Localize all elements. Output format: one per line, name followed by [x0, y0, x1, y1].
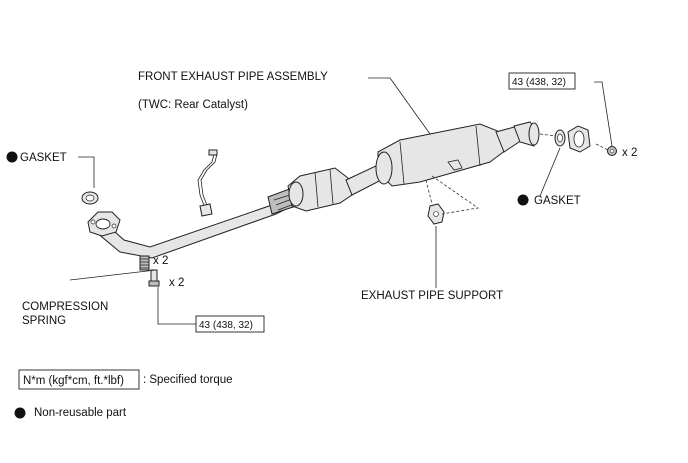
compression-spring-label-line2: SPRING: [22, 315, 66, 327]
support-label: EXHAUST PIPE SUPPORT: [361, 290, 503, 302]
front-exhaust-pipe-assembly: [87, 121, 540, 259]
gasket-right-label: GASKET: [534, 195, 581, 207]
leader-lines: [69, 77, 613, 325]
exhaust-pipe-support-part: [427, 203, 445, 225]
non-reusable-bullet-icon: [6, 151, 18, 163]
torque-box-top-right: [508, 72, 576, 90]
compression-spring-label-line1: COMPRESSION: [22, 301, 108, 313]
twc-note: (TWC: Rear Catalyst): [138, 99, 248, 111]
torque-value-top-right: 43 (438, 32): [512, 77, 566, 88]
bolt-part: [148, 269, 160, 287]
gasket-left-part: [81, 191, 99, 205]
spring-quantity: x 2: [153, 255, 168, 267]
tail-pipe-flange-part: [567, 125, 591, 153]
nut-part: [607, 146, 617, 156]
gasket-right-part: [554, 129, 566, 147]
assembly-label: FRONT EXHAUST PIPE ASSEMBLY: [138, 71, 328, 83]
gasket-left-label: GASKET: [20, 152, 67, 164]
legend-units-text: N*m (kgf*cm, ft.*lbf): [23, 375, 124, 387]
legend-units-desc: : Specified torque: [143, 374, 233, 386]
non-reusable-bullet-icon: [14, 407, 26, 419]
torque-value-bottom-left: 43 (438, 32): [199, 320, 253, 331]
compression-spring-part: [139, 255, 150, 271]
nut-quantity: x 2: [622, 147, 637, 159]
torque-box-bottom-left: [195, 315, 265, 333]
bolt-quantity: x 2: [169, 277, 184, 289]
legend-units-box: [18, 369, 140, 390]
legend-nonreusable-desc: Non-reusable part: [34, 407, 127, 419]
non-reusable-bullet-icon: [517, 194, 529, 206]
